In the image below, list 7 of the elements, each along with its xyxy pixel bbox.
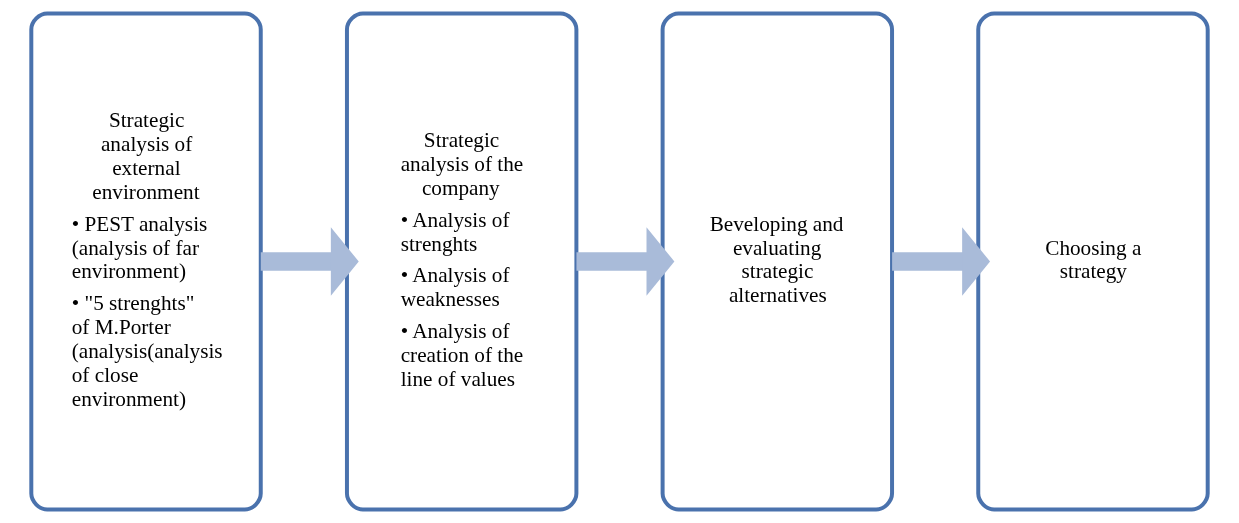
node-box: Strategic analysis of the company • Analysis of strenghts • Analysis of weaknesses • Analysis of creation of the line of values — [344, 11, 579, 512]
node-box: Beveloping and evaluating strategic alternatives — [660, 11, 895, 512]
node-box: Choosing a strategy — [976, 11, 1210, 512]
arrow — [892, 227, 991, 296]
arrow — [576, 227, 675, 296]
arrow — [260, 227, 359, 296]
node-box: Strategic analysis of external environment • PEST analysis (analysis of far environment) • "5 strenghts" of M.Porter (analysis(analysis of close environment) — [29, 11, 263, 512]
